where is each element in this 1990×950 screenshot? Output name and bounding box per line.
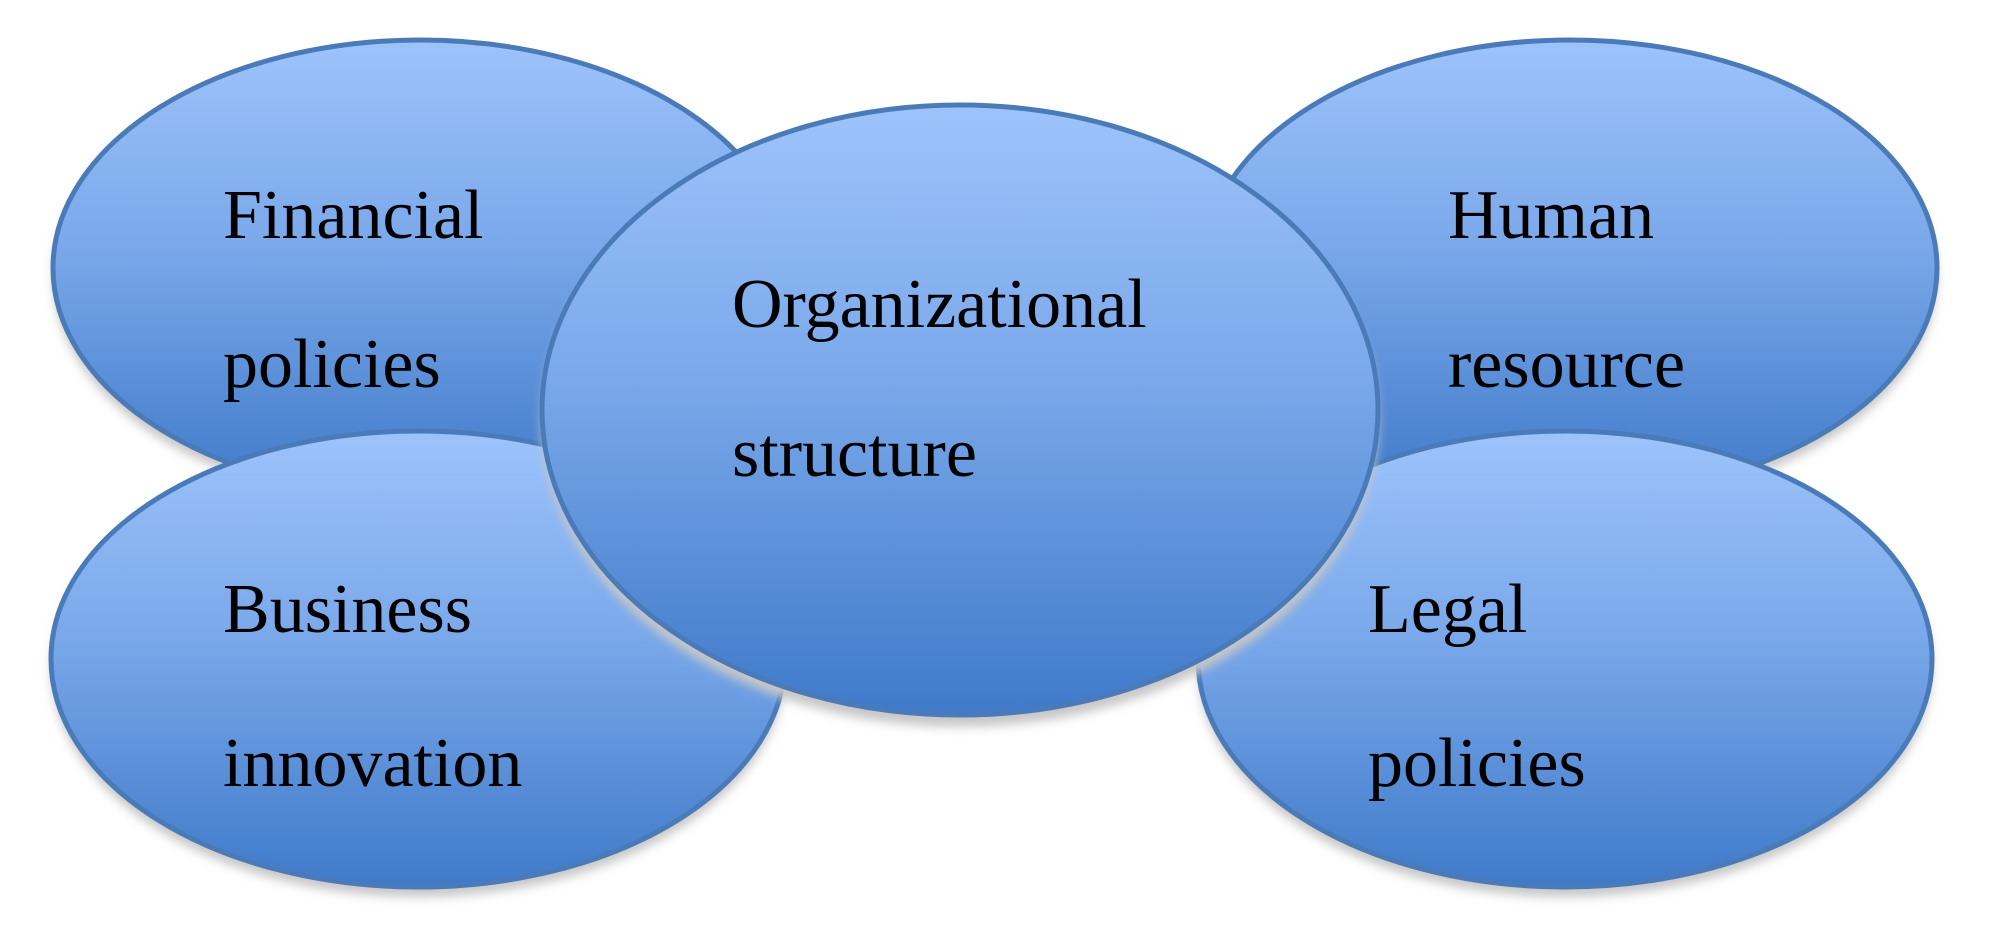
- legal-policies-node: Legal policies: [1195, 428, 1935, 897]
- legal-label-line1: Legal: [1368, 571, 1527, 648]
- business-label-line1: Business: [223, 571, 472, 648]
- human-label-line1: Human: [1448, 177, 1654, 254]
- financial-label-line2: policies: [223, 326, 441, 403]
- financial-label-line1: Financial: [223, 177, 483, 254]
- legal-label-line2: policies: [1368, 725, 1586, 802]
- human-label-line2: resource: [1448, 326, 1685, 403]
- center-label-line2: structure: [732, 415, 977, 492]
- business-label-line2: innovation: [223, 725, 522, 802]
- human-resource-node: Human resource: [1200, 37, 1940, 506]
- organizational-structure-node: Organizational structure: [539, 102, 1381, 727]
- center-label-line1: Organizational: [732, 266, 1147, 343]
